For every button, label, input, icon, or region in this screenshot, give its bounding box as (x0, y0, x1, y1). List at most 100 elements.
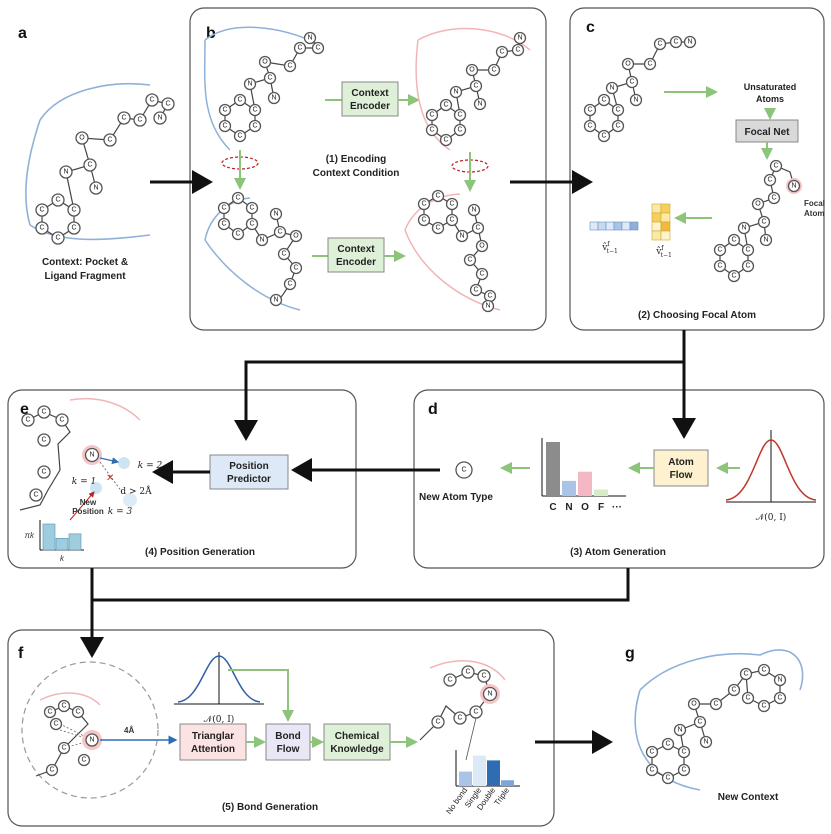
svg-text:C: C (252, 123, 257, 130)
embedding-matrix-2d (651, 203, 671, 241)
panel-d-step-caption: (3) Atom Generation (570, 547, 666, 558)
panel-e-frame (7, 389, 357, 569)
panel-b-frame (189, 7, 547, 331)
svg-text:N: N (259, 237, 264, 244)
new-position-line2: Position (72, 507, 104, 516)
svg-text:C: C (435, 225, 440, 232)
svg-text:C: C (657, 41, 662, 48)
svg-text:C: C (287, 63, 292, 70)
svg-text:O: O (293, 233, 299, 240)
svg-text:C: C (457, 127, 462, 134)
panel-f-molecule-right: C C C C C C N (419, 665, 500, 741)
svg-text:C: C (629, 79, 634, 86)
svg-text:C: C (107, 137, 112, 144)
svg-text:C: C (487, 293, 492, 300)
svg-text:C: C (33, 492, 38, 499)
svg-text:C: C (731, 273, 736, 280)
context-encoder-bottom-box (327, 237, 385, 273)
svg-text:C: C (429, 127, 434, 134)
panel-letter-b: b (206, 25, 216, 42)
svg-text:N: N (89, 737, 94, 744)
svg-text:N: N (157, 115, 162, 122)
svg-text:C: C (421, 217, 426, 224)
svg-text:C: C (149, 97, 154, 104)
svg-text:O: O (755, 201, 761, 208)
svg-text:C: C (479, 271, 484, 278)
svg-text:N: N (485, 303, 490, 310)
svg-text:N: N (633, 97, 638, 104)
svg-text:C: C (773, 163, 778, 170)
position-predictor-box (209, 454, 289, 490)
chemical-knowledge-box (323, 723, 391, 761)
svg-text:N: N (703, 739, 708, 746)
panel-b-molecule-top-left: C C C C C C N C N O C C C N (203, 26, 325, 151)
panel-b-step-caption-line1: (1) Encoding (326, 154, 387, 165)
svg-text:C: C (222, 107, 227, 114)
svg-text:N: N (741, 225, 746, 232)
svg-text:N: N (459, 233, 464, 240)
svg-text:O: O (479, 243, 485, 250)
svg-text:C: C (55, 197, 60, 204)
svg-text:N: N (247, 81, 252, 88)
svg-text:C: C (771, 195, 776, 202)
svg-text:C: C (287, 281, 292, 288)
svg-text:C: C (39, 225, 44, 232)
atom-hist-label: C (549, 502, 556, 513)
svg-text:C: C (235, 195, 240, 202)
svg-text:C: C (249, 205, 254, 212)
reject-mark-icon: ✕ (106, 473, 114, 484)
svg-text:N: N (63, 169, 68, 176)
svg-text:N: N (93, 185, 98, 192)
svg-text:C: C (475, 225, 480, 232)
neighborhood-circle (21, 661, 159, 799)
svg-text:C: C (515, 47, 520, 54)
svg-text:C: C (447, 677, 452, 684)
svg-text:C: C (71, 225, 76, 232)
svg-text:C: C (601, 133, 606, 140)
radius-label: 4Å (124, 726, 134, 735)
atom-hist-label: ··· (612, 502, 622, 513)
atom-type-histogram (541, 438, 626, 497)
svg-text:N: N (89, 452, 94, 459)
panel-b-molecule-bottom-right: C C C C C C N C N O C C C C N (404, 189, 501, 313)
svg-text:C: C (237, 97, 242, 104)
svg-text:N: N (687, 39, 692, 46)
svg-text:C: C (235, 231, 240, 238)
chemical-knowledge-line1: Chemical (335, 731, 380, 742)
position-k3 (123, 493, 137, 507)
bond-flow-line1: Bond (275, 731, 301, 742)
svg-text:C: C (47, 709, 52, 716)
svg-text:C: C (39, 207, 44, 214)
svg-text:C: C (697, 719, 702, 726)
svg-text:C: C (761, 667, 766, 674)
svg-text:C: C (435, 193, 440, 200)
svg-text:C: C (665, 741, 670, 748)
unsaturated-atoms-line2: Atoms (756, 94, 784, 104)
svg-text:C: C (649, 767, 654, 774)
svg-text:C: C (473, 287, 478, 294)
svg-text:C: C (435, 719, 440, 726)
label-distance: d > 2Å (120, 485, 152, 497)
panel-letter-e: e (20, 401, 29, 418)
svg-text:C: C (473, 83, 478, 90)
pi-k-label: πk (25, 531, 35, 540)
atom-hist-label: N (565, 502, 572, 513)
panel-d-gaussian-label: 𝒩(0, I) (756, 512, 787, 523)
label-k1: k = 1 (72, 477, 96, 487)
bond-hist-bar (473, 755, 486, 786)
position-k1 (90, 482, 102, 494)
svg-text:N: N (777, 677, 782, 684)
new-atom-symbol: C (455, 461, 473, 479)
panel-a-molecule: C C C C C C N C N O C C C C C N (25, 82, 175, 245)
bond-type-histogram (455, 750, 520, 787)
svg-text:C: C (221, 221, 226, 228)
svg-text:C: C (221, 205, 226, 212)
triangular-attention-box (179, 723, 247, 761)
svg-text:C: C (222, 123, 227, 130)
atom-hist-bar (546, 442, 560, 496)
context-encoder-bottom-line1: Context (337, 244, 375, 255)
panel-letter-a: a (18, 25, 27, 42)
svg-text:C: C (71, 207, 76, 214)
